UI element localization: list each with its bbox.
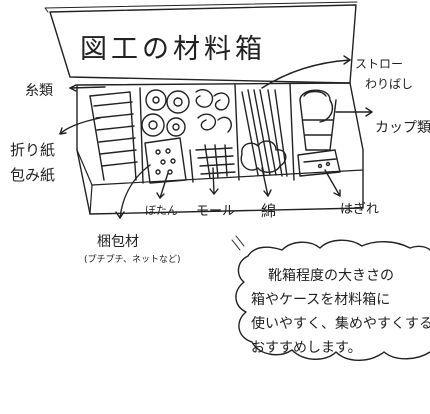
- note-line-3: 使いやすく、集めやすくするのが: [251, 315, 430, 332]
- label-packing-note: (プチプチ、ネットなど): [84, 254, 180, 265]
- label-cups: カップ類: [375, 120, 430, 136]
- pipe-cleaner-group: [195, 88, 236, 179]
- buttons-group: [141, 89, 190, 184]
- title: 図工の材料箱: [80, 34, 266, 65]
- label-chopsticks: わりばし: [365, 77, 413, 91]
- arrow-buttons: [159, 172, 169, 199]
- fabric-scraps-group: [297, 149, 341, 177]
- arrow-scraps: [324, 169, 341, 197]
- arrow-cotton: [261, 167, 269, 197]
- arrow-pipe-cleaner: [212, 167, 215, 195]
- note-line-1: 靴箱程度の大きさの: [268, 268, 394, 284]
- arrow-thread: [69, 86, 106, 89]
- box-lid: [49, 4, 357, 84]
- label-straw: ストロー: [355, 57, 403, 71]
- straws-group: [241, 89, 288, 177]
- label-scraps: はぎれ: [340, 202, 379, 217]
- cups-group: [299, 89, 337, 151]
- note-line-2: 箱やケースを材料箱に: [251, 292, 390, 308]
- label-thread: 糸類: [25, 83, 53, 99]
- cotton-group: [240, 140, 287, 173]
- arrow-folded-paper: [59, 117, 101, 135]
- label-cotton: 綿: [261, 202, 276, 220]
- arrow-packing: [119, 164, 151, 219]
- label-buttons: ぼたん: [145, 204, 178, 217]
- label-packing: 梱包材: [97, 234, 139, 250]
- paper-stack: [89, 91, 138, 181]
- label-wrapping-paper: 包み紙: [10, 166, 55, 184]
- arrow-straw: [261, 59, 351, 89]
- note-line-4: おすすめします。: [251, 340, 362, 356]
- label-folded-paper: 折り紙: [10, 141, 55, 159]
- note-cloud: [235, 239, 430, 361]
- label-pipe-cleaner: モール: [196, 204, 235, 219]
